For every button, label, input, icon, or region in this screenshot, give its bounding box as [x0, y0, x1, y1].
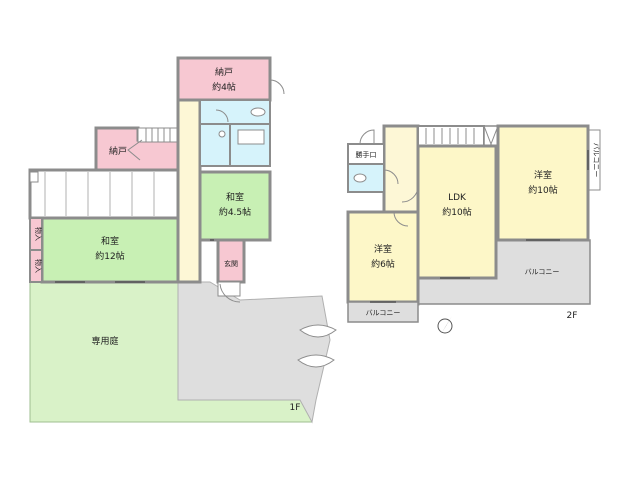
stair-arrow: [127, 139, 143, 161]
windows-2f: [370, 150, 589, 303]
engawa-panels: [44, 172, 155, 216]
corner-box: [29, 171, 39, 183]
floor-1: [28, 56, 337, 424]
label-washitsu-small: 和室: [226, 191, 244, 203]
youshitsu-10: [496, 124, 590, 242]
windows-1f: [55, 239, 214, 283]
door-swing-toilet2: [383, 169, 399, 185]
label-genkan: 玄関: [224, 259, 238, 268]
door-swing-ldk: [401, 185, 419, 203]
floor-label-2f: 2F: [567, 311, 578, 321]
entry-door-swing: [219, 283, 241, 303]
door-swing-toilet: [215, 109, 229, 123]
washitsu-large: [40, 216, 180, 284]
label-balcony-small: バルコニー: [366, 309, 401, 317]
size-washitsu-small: 約4.5帖: [219, 206, 251, 218]
door-swing-nando: [269, 79, 285, 95]
label-nando-left: 納戸: [109, 145, 127, 157]
engawa: [28, 168, 180, 220]
label-washitsu-large: 和室: [101, 235, 119, 247]
floor-label-1f: 1F: [290, 403, 301, 413]
label-garden: 専用庭: [91, 335, 118, 347]
size-ldk: 約10帖: [442, 206, 471, 218]
label-ldk: LDK: [448, 193, 467, 203]
entry-step: [217, 281, 241, 297]
size-youshitsu-10: 約10帖: [528, 184, 557, 196]
bathtub: [237, 129, 265, 145]
size-youshitsu-6: 約6帖: [371, 258, 395, 270]
floor-2: [346, 124, 601, 334]
door-swing-y6: [393, 211, 409, 227]
katteguchi-door: [359, 129, 375, 145]
label-nando-top: 納戸: [215, 66, 233, 78]
label-closet-2: 物入: [34, 259, 43, 273]
label-youshitsu-6: 洋室: [374, 243, 392, 255]
corridor-1f: [176, 98, 202, 284]
gate: [297, 324, 337, 368]
compass-icon: [437, 316, 453, 334]
washroom-1f: [199, 123, 231, 167]
ldk: [416, 144, 498, 280]
stairs-1f: [137, 127, 179, 143]
washitsu-small: [198, 170, 272, 242]
label-closet-1: 物入: [34, 227, 43, 241]
label-balcony-main: バルコニー: [525, 268, 560, 276]
label-balcony-side: バルコニー: [592, 143, 600, 178]
size-washitsu-large: 約12帖: [95, 250, 124, 262]
toilet-2f-fixture: [353, 173, 367, 183]
stair-treads-2f: [425, 128, 475, 144]
size-nando-top: 約4帖: [212, 81, 236, 93]
closet-2: [29, 249, 43, 283]
label-youshitsu-10: 洋室: [534, 169, 552, 181]
toilet-fixture: [250, 107, 266, 117]
label-katteguchi: 勝手口: [356, 150, 377, 159]
nando-top: [176, 56, 272, 102]
sink-fixture: [218, 130, 226, 138]
